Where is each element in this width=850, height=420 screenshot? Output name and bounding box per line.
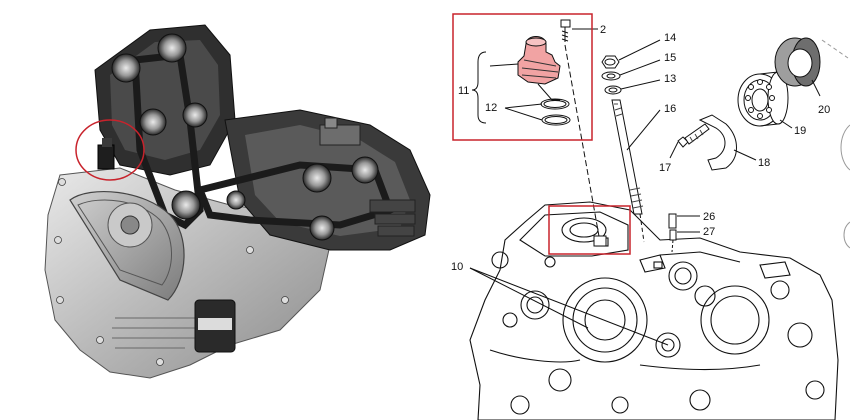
- label-14: 14: [664, 32, 676, 44]
- label-27: 27: [703, 226, 715, 238]
- label-18: 18: [758, 157, 770, 169]
- diagram-highlight-box-sender: [452, 13, 593, 141]
- part-10-leaders: [469, 267, 669, 346]
- label-16: 16: [664, 103, 676, 115]
- label-11: 11: [458, 85, 469, 97]
- part-27-dowel: [669, 229, 700, 253]
- part-12-orings: [504, 98, 571, 126]
- exploded-parts-diagram: [452, 13, 850, 420]
- label-26: 26: [703, 211, 715, 223]
- part-19-bearing: [737, 71, 793, 129]
- part-14-nut: [601, 39, 661, 69]
- part-13-washer: [604, 79, 661, 95]
- assembly-axis-line: [564, 44, 601, 243]
- diagram-highlight-box-crankcase: [548, 205, 631, 255]
- part-18-clip: [698, 114, 757, 171]
- label-13: 13: [664, 73, 676, 85]
- label-12: 12: [485, 102, 497, 114]
- label-2: 2: [600, 24, 606, 36]
- label-19: 19: [794, 125, 806, 137]
- part-2-screw: [560, 19, 598, 42]
- part-17-screw: [669, 123, 710, 159]
- part-16-stud: [611, 99, 661, 243]
- crankcase-drawing: [469, 201, 839, 420]
- label-17: 17: [659, 162, 671, 174]
- part-11-sender: [489, 36, 561, 101]
- part-20-seal: [774, 37, 821, 97]
- engine-photo: [44, 24, 431, 379]
- part-number-labels: 2 14 15 13 16 11 12 17 18 19 20 26 27 10: [451, 24, 830, 273]
- label-20: 20: [818, 104, 830, 116]
- part-26-dowel: [668, 213, 700, 229]
- label-15: 15: [664, 52, 676, 64]
- part-15-washer: [601, 59, 661, 81]
- photo-highlight-circle: [75, 119, 145, 181]
- bracket-11-12: [471, 51, 487, 124]
- label-10: 10: [451, 261, 463, 273]
